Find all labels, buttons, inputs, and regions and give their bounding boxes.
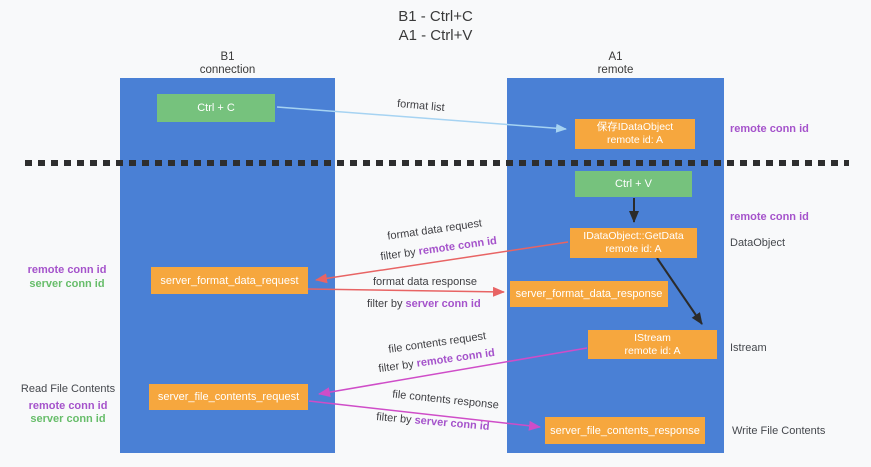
left-lifeline-name: B1 — [220, 51, 235, 63]
read-file-contents-annotation: Read File Contents — [20, 383, 116, 395]
title-line-1: B1 - Ctrl+C — [398, 8, 473, 25]
remote-conn-id-annotation-top: remote conn id — [730, 123, 809, 135]
format-data-response-label: format data response — [373, 276, 477, 288]
title-line-2: A1 - Ctrl+V — [398, 27, 473, 44]
left-lifeline-role: connection — [199, 64, 256, 76]
left-conn-id-annotation-bottom: Read File Contents remote conn id server… — [18, 383, 118, 427]
format-data-response-filter-label: filter by server conn id — [367, 298, 481, 310]
left-lifeline-header: B1 connection — [120, 51, 335, 77]
remote-conn-id-text: remote conn id — [417, 234, 498, 258]
istream-line1: IStream — [634, 331, 671, 344]
server-file-contents-request-node: server_file_contents_request — [149, 384, 308, 410]
istream-line2: remote id: A — [624, 344, 681, 357]
remote-conn-id-annotation-mid: remote conn id — [730, 211, 809, 223]
save-dataobject-line1: 保存IDataObject — [596, 121, 674, 133]
server-format-data-response-node: server_format_data_response — [510, 281, 668, 307]
server-file-contents-response-label: server_file_contents_response — [550, 424, 700, 437]
dataobject-annotation: DataObject — [730, 237, 786, 249]
remote-conn-id-annotation: remote conn id — [28, 399, 108, 412]
file-contents-response-label: file contents response — [391, 388, 500, 412]
istream-annotation: Istream — [730, 342, 767, 354]
server-format-data-response-label: server_format_data_response — [515, 288, 663, 300]
server-conn-id-text: server conn id — [405, 298, 481, 310]
server-file-contents-request-label: server_file_contents_request — [157, 391, 300, 403]
getdata-node: IDataObject::GetData remote id: A — [570, 228, 697, 258]
server-format-data-request-label: server_format_data_request — [160, 274, 299, 287]
filter-by-text: filter by — [375, 411, 416, 427]
filter-by-text: filter by — [367, 298, 406, 310]
write-file-contents-annotation: Write File Contents — [732, 425, 826, 437]
file-contents-response-filter-label: filter by server conn id — [376, 411, 490, 433]
format-list-label: format list — [396, 97, 446, 115]
remote-conn-id-annotation: remote conn id — [27, 264, 107, 276]
server-conn-id-text: server conn id — [414, 414, 491, 433]
left-conn-id-annotation-top: remote conn id server conn id — [22, 264, 112, 291]
filter-by-text: filter by — [377, 357, 418, 376]
right-lifeline-role: remote — [597, 64, 634, 76]
server-conn-id-annotation: server conn id — [29, 277, 105, 290]
filter-by-text: filter by — [379, 245, 420, 264]
getdata-line1: IDataObject::GetData — [583, 230, 684, 242]
ctrl-v-node: Ctrl + V — [575, 171, 692, 197]
diagram-title: B1 - Ctrl+C A1 - Ctrl+V — [0, 7, 871, 45]
format-data-response-arrow — [307, 286, 505, 297]
server-file-contents-response-node: server_file_contents_response — [545, 417, 705, 444]
getdata-line2: remote id: A — [605, 243, 662, 255]
right-lifeline-header: A1 remote — [507, 51, 724, 77]
ctrl-v-label: Ctrl + V — [615, 178, 652, 190]
save-dataobject-node: 保存IDataObject remote id: A — [575, 119, 695, 149]
server-format-data-request-node: server_format_data_request — [151, 267, 308, 294]
server-conn-id-annotation: server conn id — [30, 413, 106, 425]
ctrl-c-label: Ctrl + C — [197, 102, 235, 114]
save-dataobject-line2: remote id: A — [606, 134, 664, 146]
right-lifeline-name: A1 — [608, 51, 623, 63]
istream-node: IStream remote id: A — [588, 330, 717, 359]
ctrl-c-node: Ctrl + C — [157, 94, 275, 122]
